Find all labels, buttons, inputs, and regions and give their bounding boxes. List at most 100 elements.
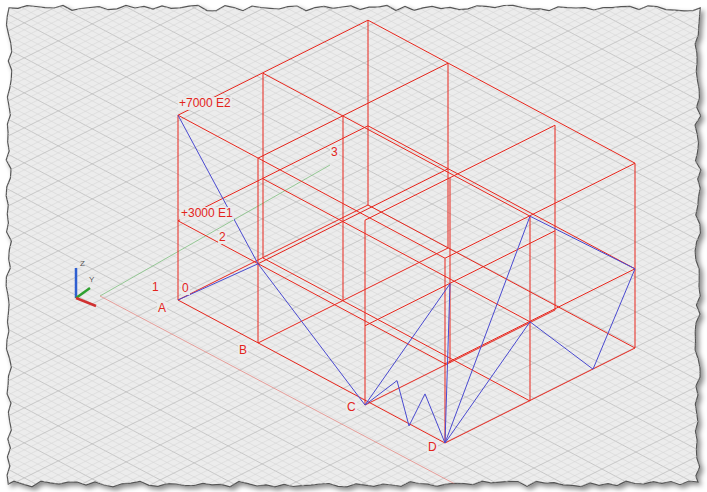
hatch-line [0,74,707,428]
bracing-line [365,284,450,405]
hatch-line [0,298,707,492]
beam-line [178,115,445,258]
column-line [263,73,264,258]
hatch-line [0,473,707,492]
hatch-line [0,0,707,154]
elevation-label: +3000 E1 [180,207,234,220]
bracing-line [258,264,365,405]
hatch-line [0,0,707,350]
hatch-line [0,0,707,308]
hatch-line [0,0,707,77]
hatch-line [0,242,707,492]
hatch-line [0,0,707,49]
hatch-line [0,402,707,492]
hatch-line [0,0,707,294]
hatch-line [0,0,707,280]
hatch-line [0,256,707,492]
hatch-line [0,4,707,358]
hatch-line [0,39,707,393]
column-line [178,115,179,300]
hatch-line [0,214,707,492]
hatch-line [0,0,707,112]
hatch-line [0,0,707,161]
hatch-line [0,354,707,492]
hatch-line [0,472,707,492]
axis-extension [100,296,470,492]
hatch-line [0,486,707,492]
y-axis [76,288,90,298]
bracing-line [178,115,258,264]
hatch-line [0,424,707,492]
hatch-line [0,192,707,492]
beam-line [365,231,555,326]
hatch-line [0,382,707,492]
hatch-line [0,116,707,470]
hatch-line [0,18,707,372]
bracing-line [445,216,530,443]
hatch-line [0,165,707,492]
hatch-line [0,0,707,252]
elevation-label: +7000 E2 [178,97,232,110]
hatch-line [0,403,707,492]
hatch-line [0,333,707,492]
hatch-line [0,81,707,435]
hatch-line [0,25,707,379]
hatch-line [0,346,707,492]
hatch-line [0,445,707,492]
ucs-icon [76,268,96,306]
hatch-line [0,53,707,407]
hatch-line [0,207,707,492]
beam-line [445,269,635,364]
hatch-line [0,0,707,126]
hatch-line [0,466,707,492]
beam-line [178,126,368,221]
bracing-line [530,216,635,269]
hatch-line [0,193,707,492]
hatch-line [0,0,707,147]
beam-line [178,221,445,364]
beam-line [445,348,635,443]
hatch-line [0,312,707,492]
hatch-line [0,0,707,84]
hatch-line [0,143,707,492]
grid-letter: D [427,441,438,454]
column-line [258,158,259,343]
hatch-line [0,0,707,196]
hatch-line [0,277,707,492]
hatch-line [0,0,707,14]
hatch-line [0,0,707,154]
hatch-line [0,438,707,492]
beam-line [368,126,635,269]
z-axis [75,268,78,298]
hatch-line [0,0,707,63]
axis-letter: Y [88,275,95,284]
beam-line [178,20,368,115]
bracing-line [178,264,258,300]
hatch-line [0,409,707,492]
hatch-line [0,102,707,456]
bracing-line [365,381,397,405]
hatch-line [0,423,707,492]
hatch-line [0,381,707,492]
hatch-line [0,151,707,492]
hatch-line [0,361,707,492]
hatch-line [0,0,707,287]
beam-line [368,20,635,163]
hatch-line [0,172,707,492]
column-line [555,125,556,310]
hatch-line [0,95,707,449]
hatch-line [0,0,707,294]
hatch-line [0,291,707,492]
column-line [450,178,451,363]
hatch-line [0,0,707,14]
hatch-line [0,158,707,492]
hatch-line [0,480,707,492]
hatch-line [0,479,707,492]
elevation-label: 0 [181,282,190,295]
hatch-line [0,88,707,442]
hatch-line [0,305,707,492]
hatch-line [0,319,707,492]
